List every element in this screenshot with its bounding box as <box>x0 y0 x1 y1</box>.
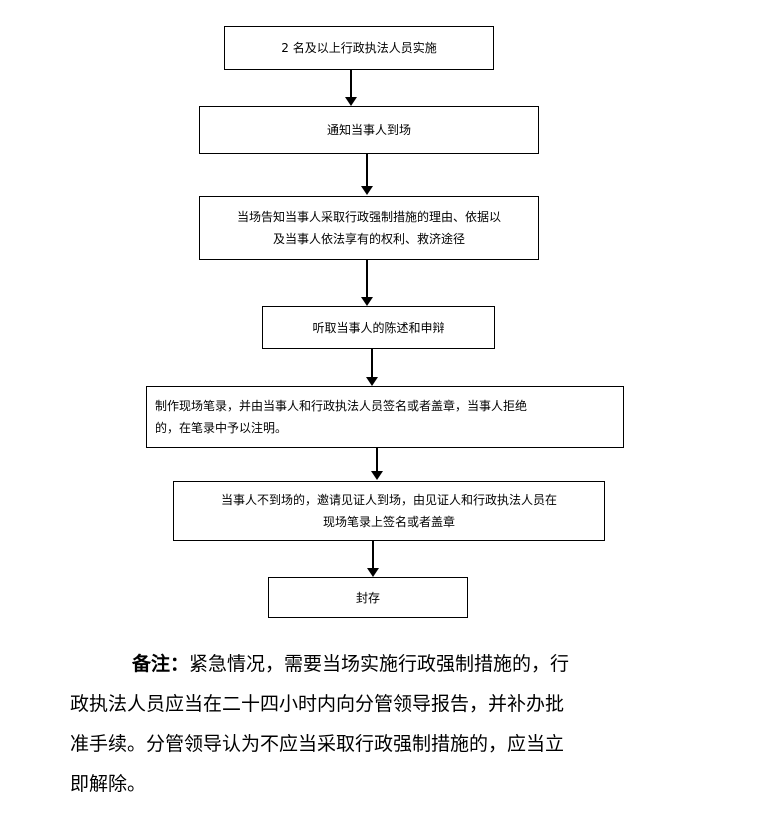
note-line-4: 即解除。 <box>70 773 147 795</box>
step-6-text-line-2: 现场笔录上签名或者盖章 <box>322 515 455 529</box>
arrow-2-3 <box>361 154 373 195</box>
step-3-text-line-1: 当场告知当事人采取行政强制措施的理由、依据以 <box>236 210 501 224</box>
step-1-text: 2 名及以上行政执法人员实施 <box>281 41 437 55</box>
note-label: 备注： <box>132 653 190 675</box>
step-7-text: 封存 <box>355 590 380 605</box>
step-7-box: 封存 <box>268 577 468 618</box>
note-line-2: 政执法人员应当在二十四小时内向分管领导报告，并补办批 <box>70 693 565 715</box>
step-3-box: 当场告知当事人采取行政强制措施的理由、依据以 及当事人依法享有的权利、救济途径 <box>199 196 539 260</box>
step-5-text-line-2: 的，在笔录中予以注明。 <box>155 421 288 435</box>
arrow-4-5 <box>366 349 378 386</box>
step-5-text-line-1: 制作现场笔录，并由当事人和行政执法人员签名或者盖章，当事人拒绝 <box>155 399 528 413</box>
note-paragraph: 备注：紧急情况，需要当场实施行政强制措施的，行 政执法人员应当在二十四小时内向分… <box>70 644 670 804</box>
step-1-box: 2 名及以上行政执法人员实施 <box>224 26 494 70</box>
note-line-3: 准手续。分管领导认为不应当采取行政强制措施的，应当立 <box>70 733 565 755</box>
arrow-5-6 <box>371 448 383 480</box>
arrow-6-7 <box>367 541 379 577</box>
step-2-text: 通知当事人到场 <box>326 123 411 137</box>
step-6-box: 当事人不到场的，邀请见证人到场，由见证人和行政执法人员在 现场笔录上签名或者盖章 <box>173 481 605 541</box>
step-5-box: 制作现场笔录，并由当事人和行政执法人员签名或者盖章，当事人拒绝 的，在笔录中予以… <box>146 386 624 448</box>
arrow-3-4 <box>361 260 373 306</box>
step-3-text-line-2: 及当事人依法享有的权利、救济途径 <box>272 232 465 246</box>
note-line-1: 备注：紧急情况，需要当场实施行政强制措施的，行 <box>70 644 670 684</box>
note-line-1-text: 紧急情况，需要当场实施行政强制措施的，行 <box>189 653 570 675</box>
arrow-1-2 <box>345 70 357 106</box>
step-4-box: 听取当事人的陈述和申辩 <box>262 306 495 349</box>
step-6-text-line-1: 当事人不到场的，邀请见证人到场，由见证人和行政执法人员在 <box>220 493 557 507</box>
step-2-box: 通知当事人到场 <box>199 106 539 154</box>
step-4-text: 听取当事人的陈述和申辩 <box>312 320 445 335</box>
